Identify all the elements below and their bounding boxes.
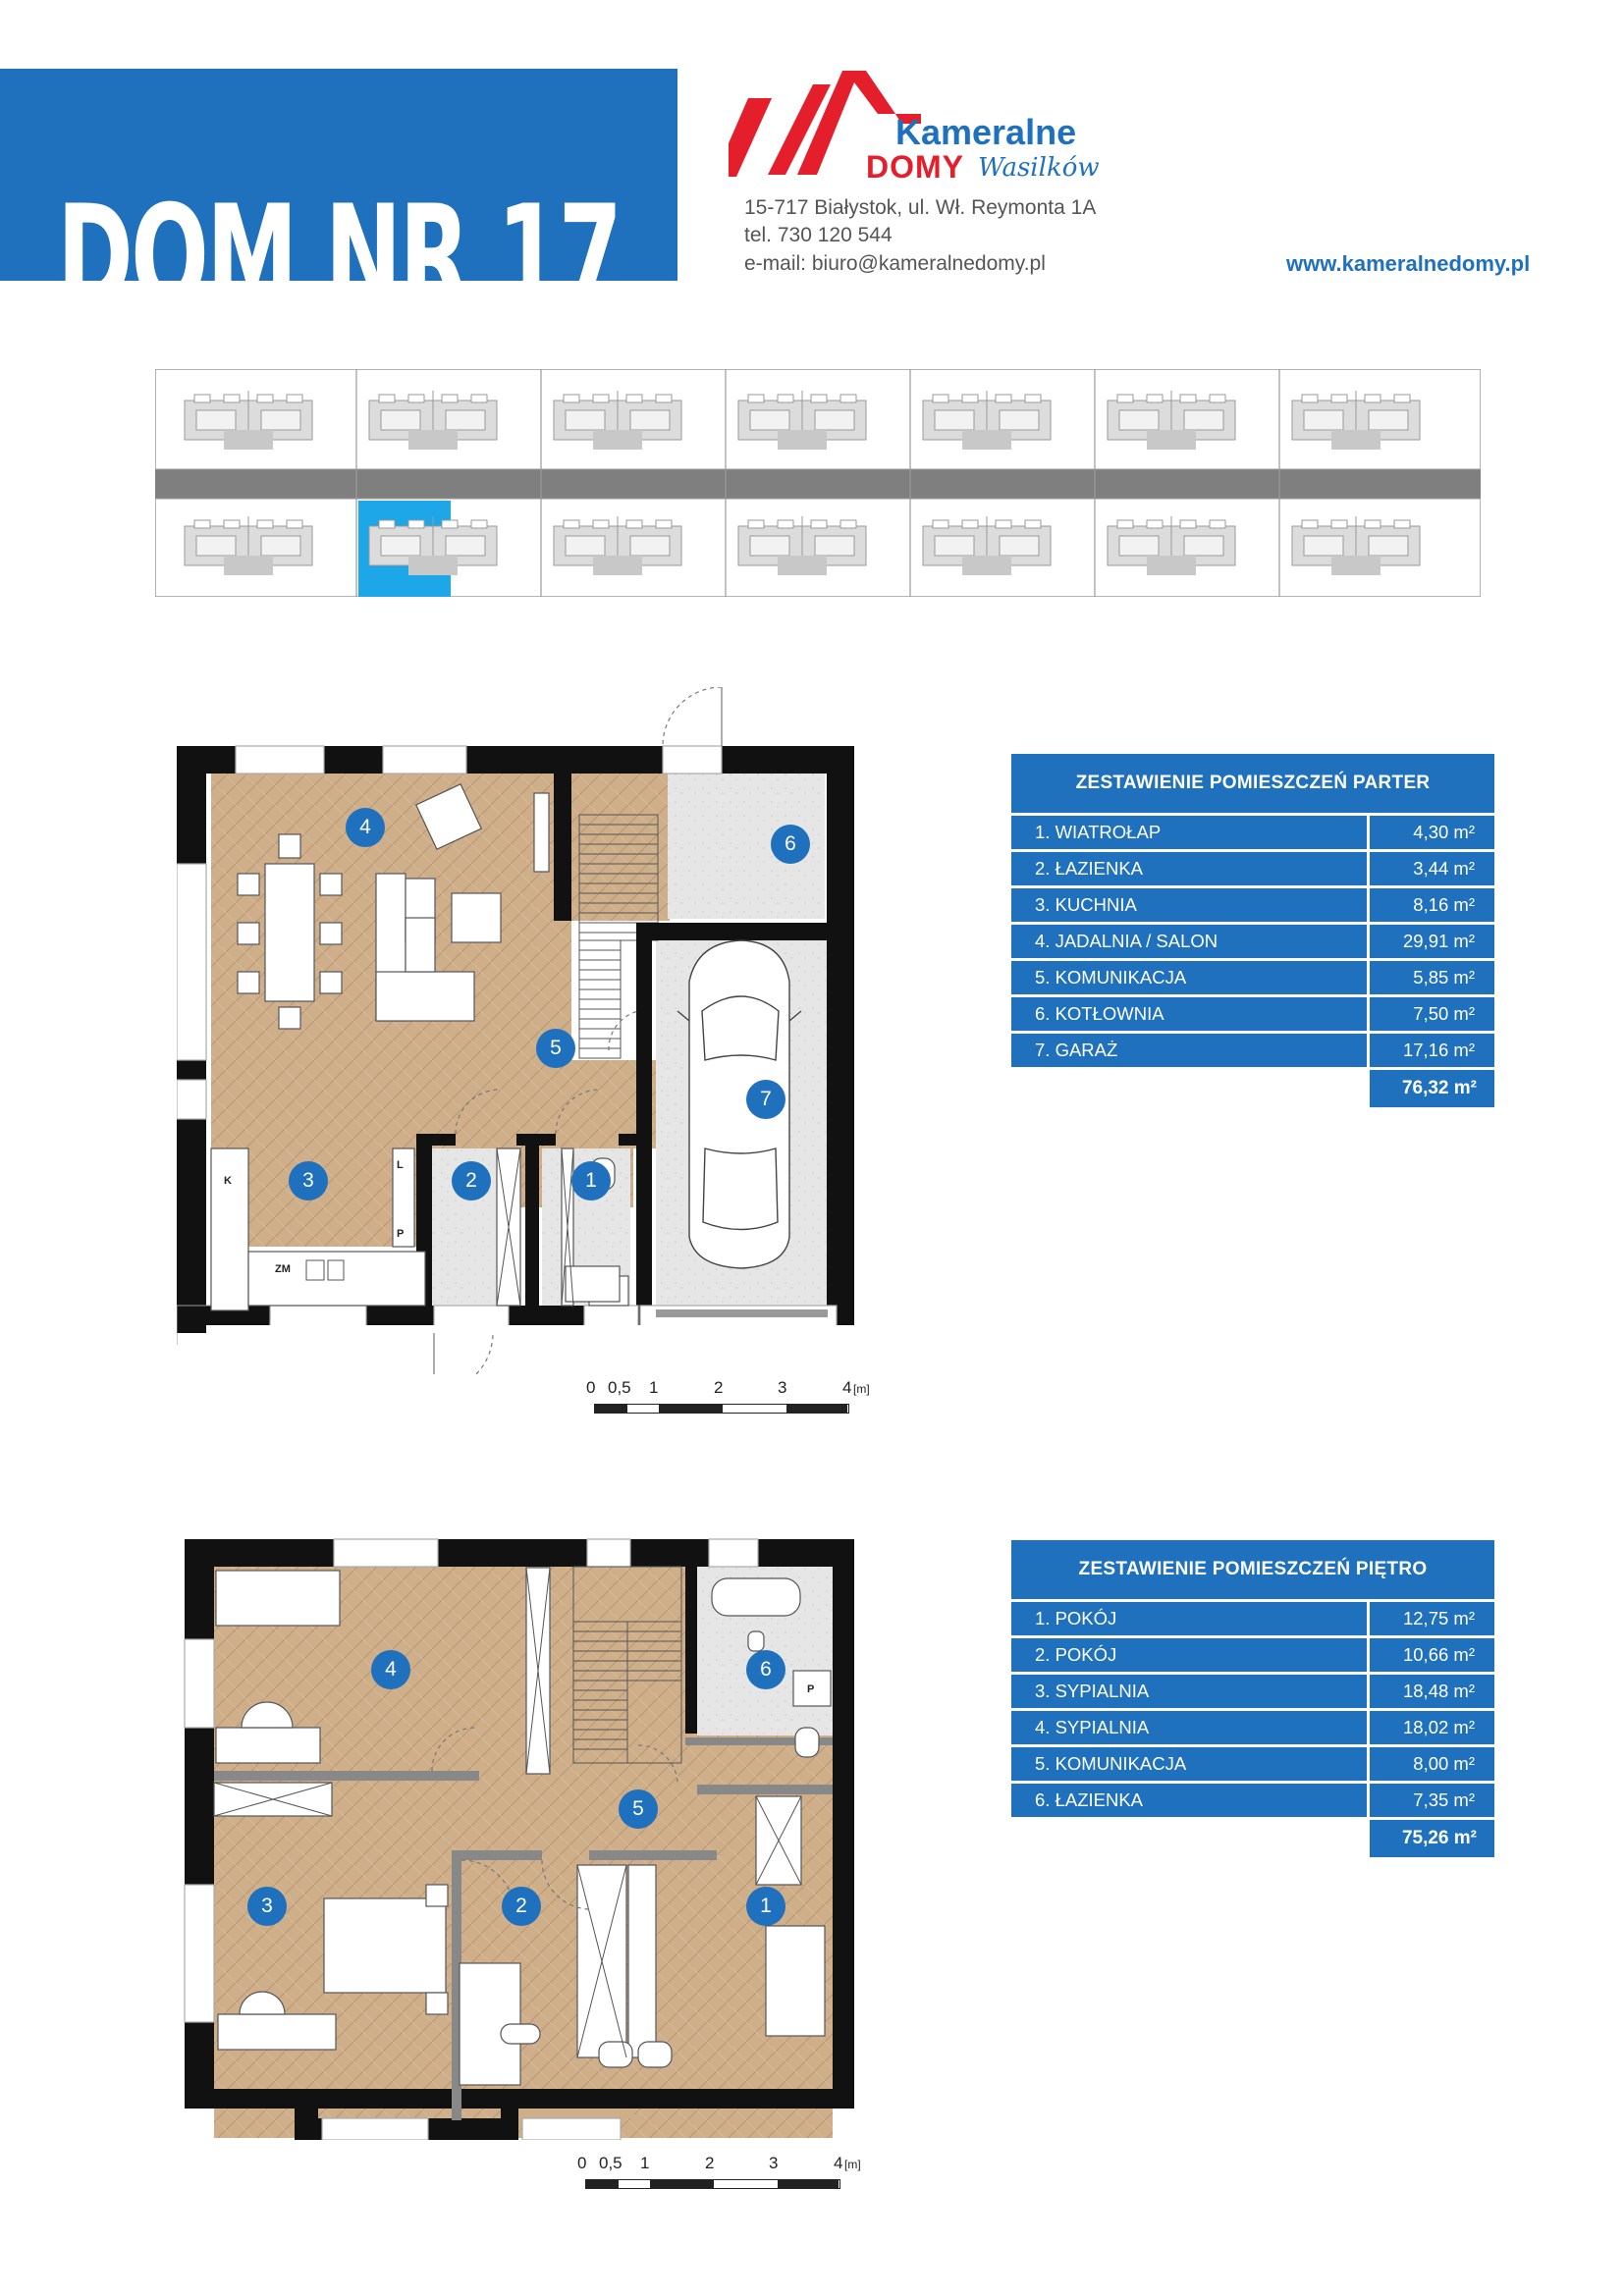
first-floor-plan: P <box>184 1538 854 2140</box>
room-badge-3-first: 3 <box>247 1887 287 1926</box>
room-badge-4: 4 <box>346 808 385 847</box>
room-badge-2: 2 <box>452 1161 491 1201</box>
scale-label: 0,5 <box>608 1378 631 1397</box>
scale-label: 4 <box>834 2154 843 2172</box>
room-badge-4-first: 4 <box>371 1650 410 1689</box>
room-badge-6-first: 6 <box>746 1650 785 1689</box>
room-name: 1. POKÓJ <box>1011 1602 1367 1635</box>
room-badge-5-first: 5 <box>619 1789 658 1829</box>
page-title: DOM NR 17 <box>57 176 623 282</box>
room-area: 18,02 m² <box>1370 1711 1494 1744</box>
room-badge-1: 1 <box>571 1161 611 1201</box>
washer-label: L <box>397 1159 404 1171</box>
room-area: 7,35 m² <box>1370 1784 1494 1817</box>
website-link[interactable]: www.kameralnedomy.pl <box>1286 251 1531 276</box>
room-area: 17,16 m² <box>1370 1034 1494 1067</box>
scale-bar-graphic <box>594 1404 849 1414</box>
room-area: 8,16 m² <box>1370 888 1494 922</box>
address: 15-717 Białystok, ul. Wł. Reymonta 1A <box>744 196 1097 219</box>
room-badge-5: 5 <box>536 1029 575 1068</box>
sink-label: ZM <box>275 1263 291 1275</box>
phone[interactable]: tel. 730 120 544 <box>744 224 893 246</box>
room-name: 4. JADALNIA / SALON <box>1011 925 1367 958</box>
logo-word-kameralne: Kameralne <box>895 112 1077 152</box>
scale-label: 0 <box>586 1378 596 1397</box>
scale-label: 2 <box>705 2154 715 2172</box>
room-badge-7: 7 <box>746 1080 785 1119</box>
room-name: 5. KOMUNIKACJA <box>1011 961 1367 994</box>
room-name: 5. KOMUNIKACJA <box>1011 1747 1367 1781</box>
washer-label: P <box>807 1683 814 1695</box>
room-area: 8,00 m² <box>1370 1747 1494 1781</box>
room-area: 7,50 m² <box>1370 997 1494 1031</box>
room-name: 4. SYPIALNIA <box>1011 1711 1367 1744</box>
room-badge-2-first: 2 <box>502 1887 541 1926</box>
scale-label: 3 <box>769 2154 779 2172</box>
room-name: 3. KUCHNIA <box>1011 888 1367 922</box>
ground-floor-scale-bar: 0 0,5 1 2 3 4 [m] <box>586 1378 881 1427</box>
first-floor-table-title: ZESTAWIENIE POMIESZCZEŃ PIĘTRO <box>1011 1540 1494 1599</box>
scale-label: 1 <box>640 2154 650 2172</box>
scale-unit: [m] <box>853 1382 870 1396</box>
scale-label: 0 <box>577 2154 587 2172</box>
title-banner: DOM NR 17 <box>0 69 677 281</box>
room-area: 5,85 m² <box>1370 961 1494 994</box>
room-name: 7. GARAŻ <box>1011 1034 1367 1067</box>
fridge-label: K <box>224 1175 232 1187</box>
scale-bar-graphic <box>585 2179 840 2189</box>
site-plan-map <box>155 369 1481 597</box>
scale-unit: [m] <box>844 2158 861 2171</box>
room-name: 2. POKÓJ <box>1011 1638 1367 1672</box>
ground-floor-table-title: ZESTAWIENIE POMIESZCZEŃ PARTER <box>1011 754 1494 813</box>
room-area: 4,30 m² <box>1370 816 1494 849</box>
logo-word-wasilkow: Wasilków <box>978 153 1100 183</box>
room-name: 3. SYPIALNIA <box>1011 1675 1367 1708</box>
room-name: 6. ŁAZIENKA <box>1011 1784 1367 1817</box>
scale-label: 2 <box>714 1378 724 1397</box>
first-floor-scale-bar: 0 0,5 1 2 3 4 [m] <box>577 2154 872 2203</box>
ground-floor-total-area: 76,32 m² <box>1370 1070 1494 1107</box>
company-logo: Kameralne DOMY Wasilków <box>729 65 1102 192</box>
room-name: 6. KOTŁOWNIA <box>1011 997 1367 1031</box>
room-name: 1. WIATROŁAP <box>1011 816 1367 849</box>
room-area: 18,48 m² <box>1370 1675 1494 1708</box>
room-name: 2. ŁAZIENKA <box>1011 852 1367 885</box>
room-area: 12,75 m² <box>1370 1602 1494 1635</box>
scale-label: 3 <box>778 1378 787 1397</box>
room-badge-3: 3 <box>289 1161 328 1201</box>
email[interactable]: e-mail: biuro@kameralnedomy.pl <box>744 252 1046 275</box>
room-badge-1-first: 1 <box>746 1887 785 1926</box>
room-badge-6: 6 <box>771 825 810 864</box>
ground-floor-room-table: ZESTAWIENIE POMIESZCZEŃ PARTER 1. WIATRO… <box>1011 754 1494 1107</box>
scale-label: 4 <box>842 1378 852 1397</box>
room-area: 3,44 m² <box>1370 852 1494 885</box>
scale-label: 0,5 <box>599 2154 623 2172</box>
ground-floor-plan: K L P ZM <box>177 687 854 1374</box>
dishwasher-label: P <box>397 1228 404 1240</box>
room-area: 29,91 m² <box>1370 925 1494 958</box>
roof-logo-icon <box>729 71 921 177</box>
logo-word-domy: DOMY <box>866 149 964 185</box>
scale-label: 1 <box>649 1378 659 1397</box>
room-area: 10,66 m² <box>1370 1638 1494 1672</box>
first-floor-total-area: 75,26 m² <box>1370 1820 1494 1857</box>
